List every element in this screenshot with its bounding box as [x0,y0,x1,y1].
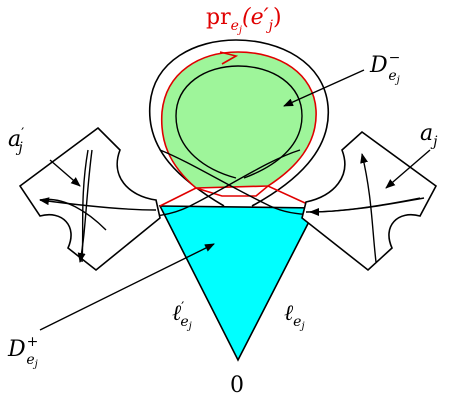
left-handle-strand-arrow [39,197,157,211]
outer-teardrop [148,39,329,207]
left-handle [18,126,161,272]
pointer-d-minus [283,69,365,107]
label-ell: ℓej [284,301,305,332]
projection-edge [159,185,317,209]
right-handle-left-arrow [309,197,421,216]
label-ell-prime: ℓ′ej [172,300,192,332]
label-d-minus: D−ej [369,50,400,86]
inner-loop [175,65,303,179]
pointer-d-plus [39,243,215,331]
pointer-a-prime [49,159,81,187]
label-d-plus: D+ej [7,334,38,370]
label-a-prime: a′j [8,126,24,156]
label-a: aj [420,121,438,150]
right-handle [301,130,438,272]
label-projection: prej(e′j) [206,5,282,36]
label-origin: 0 [230,373,244,398]
projection-arrow-icon [219,51,239,65]
green-disk [160,51,317,189]
right-handle-up-arrow [360,153,377,263]
triangle-region [158,205,318,362]
pointer-a [385,149,431,189]
left-handle-down-arrow [77,149,93,263]
